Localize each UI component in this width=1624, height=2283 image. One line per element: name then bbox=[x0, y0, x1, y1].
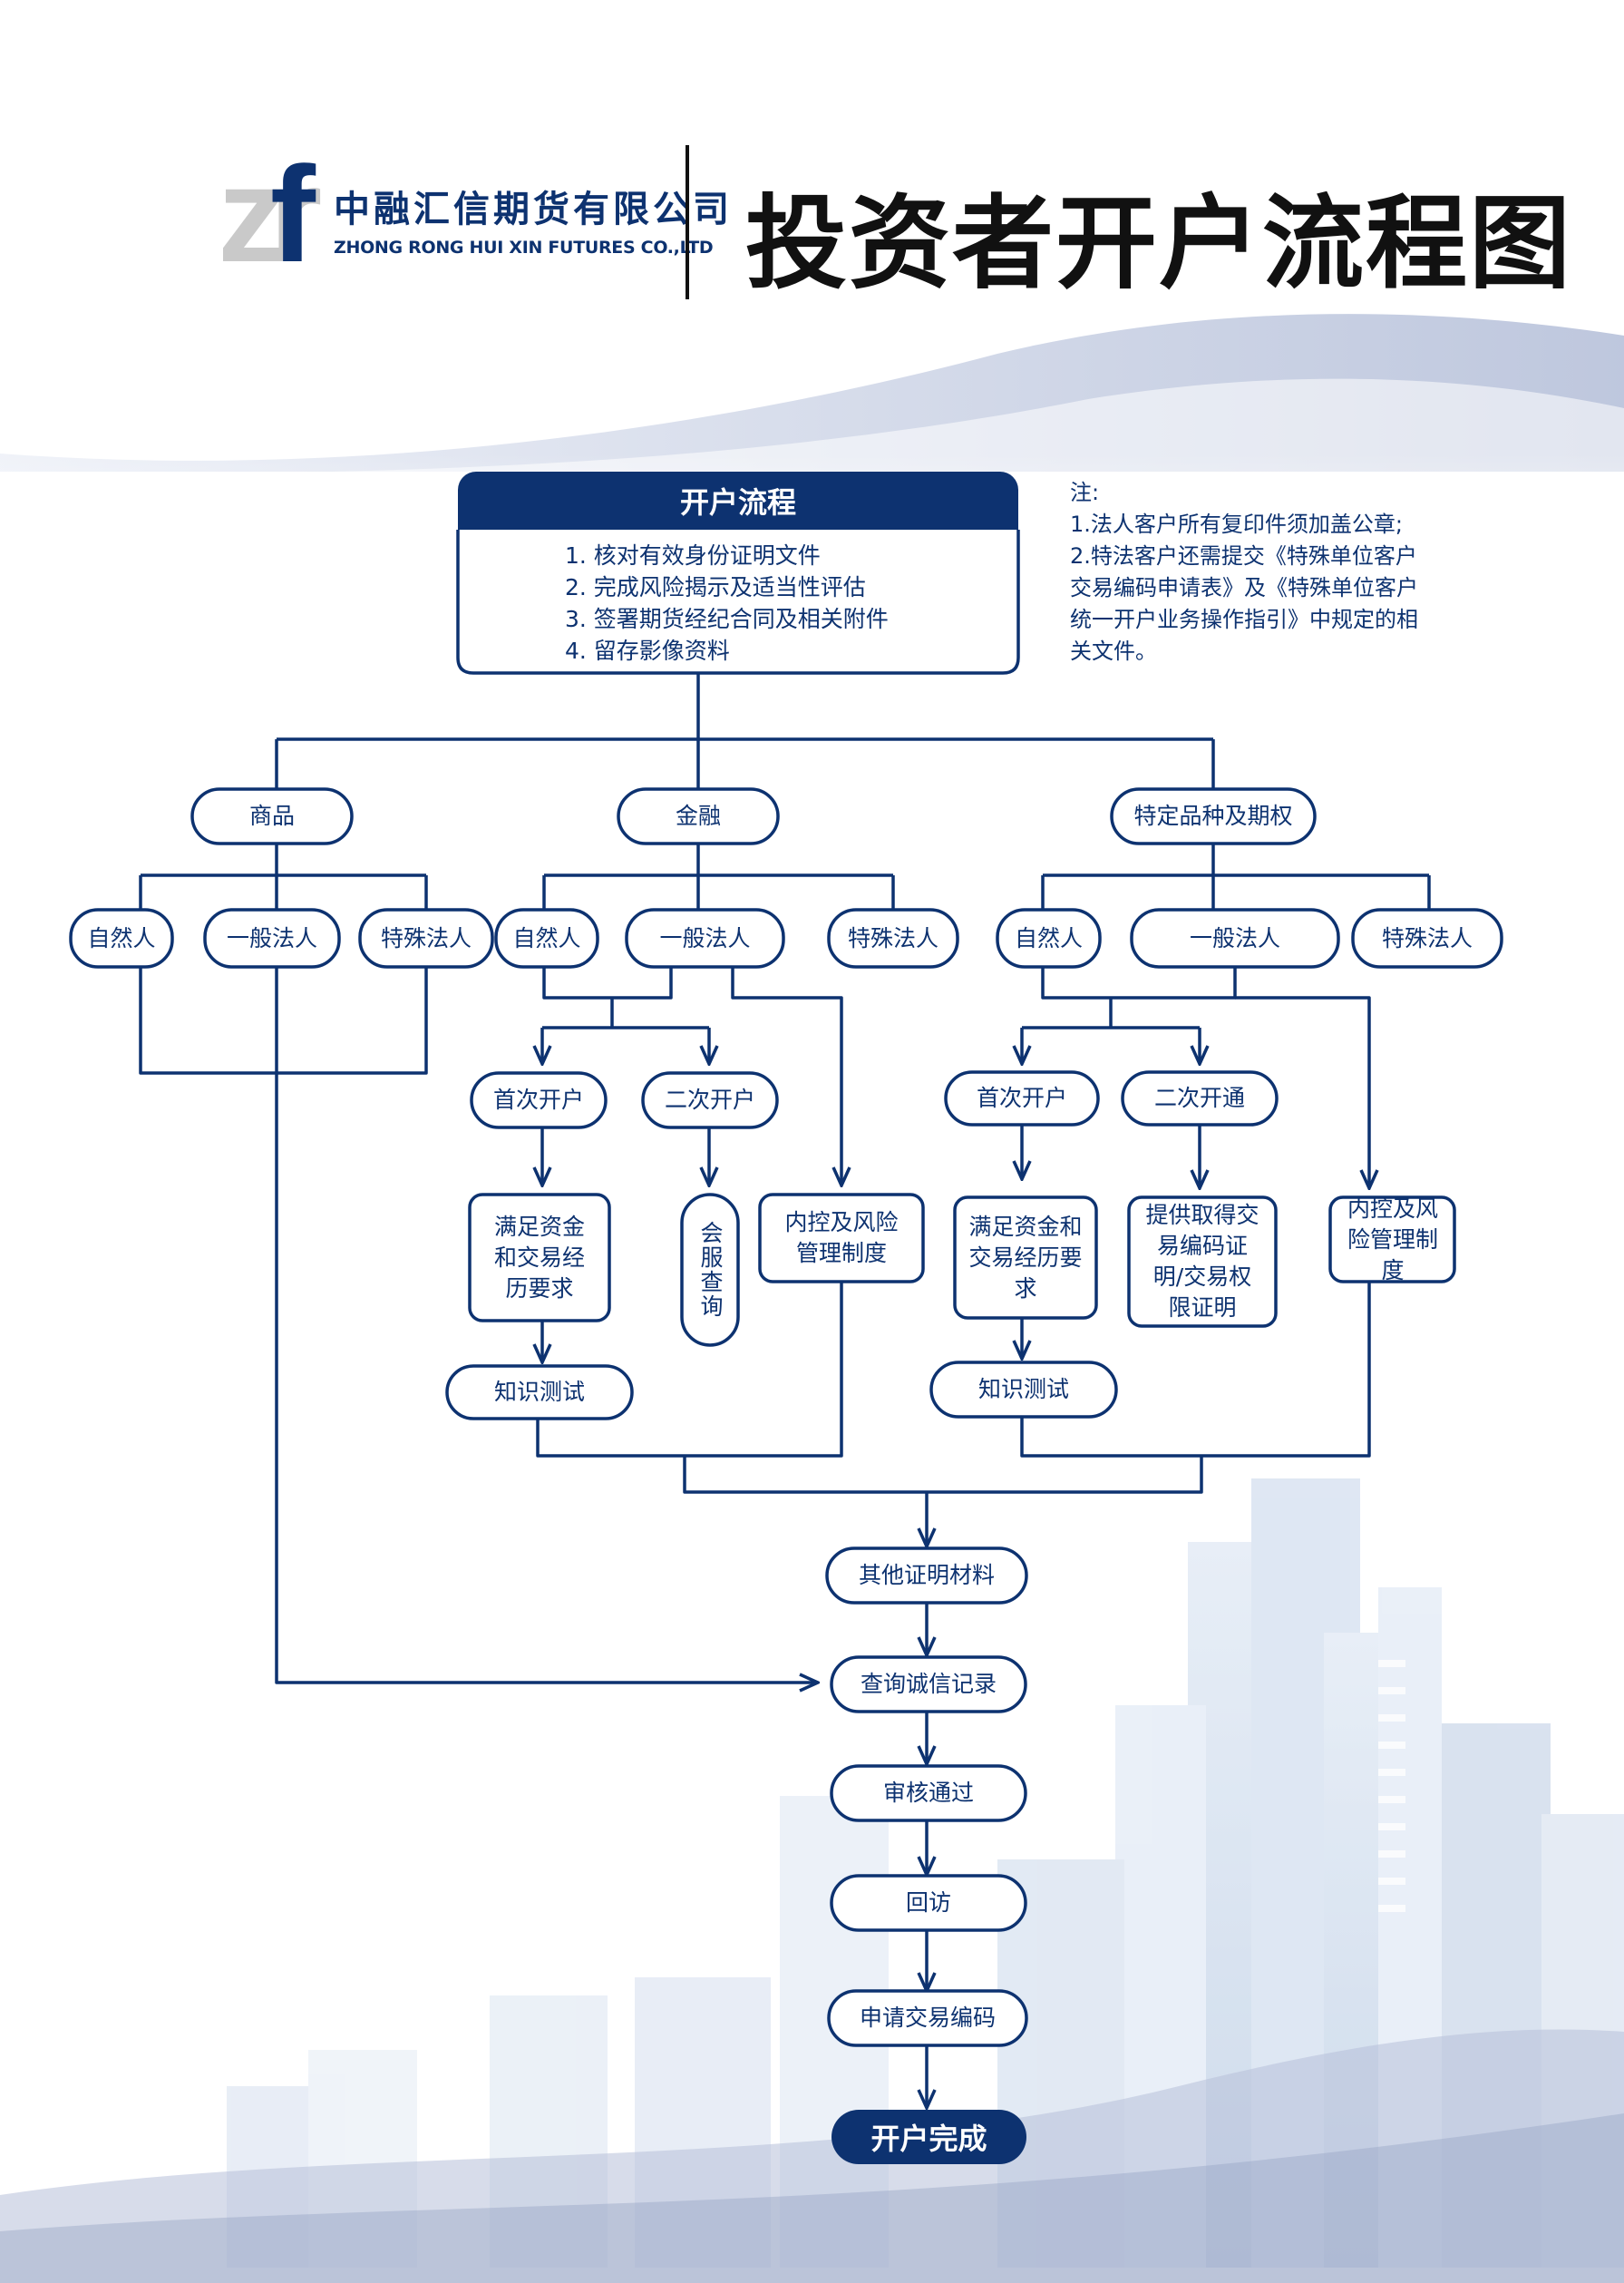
commodity-natural: 自然人 bbox=[87, 924, 156, 951]
company-logo-icon: zr f bbox=[218, 145, 325, 265]
note-line: 2.特法客户还需提交《特殊单位客户 bbox=[1070, 543, 1417, 569]
main-step-3: 3. 签署期货经纪合同及相关附件 bbox=[565, 606, 889, 632]
specific-knowledge-test: 知识测试 bbox=[977, 1376, 1069, 1402]
company-name-en: ZHONG RONG HUI XIN FUTURES CO.,LTD bbox=[334, 238, 714, 258]
main-box-title: 开户流程 bbox=[458, 472, 1018, 530]
step-return-visit: 回访 bbox=[905, 1889, 951, 1916]
finance-natural: 自然人 bbox=[512, 924, 581, 951]
specific-requirements: 满足资金和交易经历要求 bbox=[968, 1213, 1083, 1302]
step-apply-code: 申请交易编码 bbox=[859, 2005, 996, 2031]
note-line: 注: bbox=[1070, 480, 1100, 505]
specific-second-open: 二次开通 bbox=[1153, 1085, 1245, 1111]
note-line: 关文件。 bbox=[1070, 639, 1157, 664]
specific-special: 特殊法人 bbox=[1381, 924, 1473, 951]
note-line: 统一开户业务操作指引》中规定的相 bbox=[1070, 607, 1418, 632]
notes: 注: 1.法人客户所有复印件须加盖公章; 2.特法客户还需提交《特殊单位客户 交… bbox=[1070, 477, 1469, 668]
finance-first-account: 首次开户 bbox=[492, 1087, 584, 1113]
finance-requirements: 满足资金和交易经历要求 bbox=[493, 1213, 585, 1302]
finance-general: 一般法人 bbox=[659, 924, 751, 951]
step-approval: 审核通过 bbox=[882, 1780, 974, 1806]
main-step-2: 2. 完成风险揭示及适当性评估 bbox=[565, 574, 866, 600]
finance-knowledge-test: 知识测试 bbox=[493, 1379, 585, 1405]
specific-general: 一般法人 bbox=[1189, 924, 1280, 951]
company-name-cn: 中融汇信期货有限公司 bbox=[334, 189, 733, 230]
note-line: 交易编码申请表》及《特殊单位客户 bbox=[1070, 575, 1418, 600]
category-commodity: 商品 bbox=[248, 803, 295, 829]
finance-special: 特殊法人 bbox=[847, 924, 938, 951]
main-step-4: 4. 留存影像资料 bbox=[565, 638, 730, 664]
step-account-complete: 开户完成 bbox=[831, 2110, 1026, 2164]
specific-natural: 自然人 bbox=[1014, 924, 1083, 951]
commodity-special: 特殊法人 bbox=[380, 924, 472, 951]
finance-second-account: 二次开户 bbox=[664, 1087, 755, 1113]
specific-code-proof: 提供取得交易编码证明/交易权限证明 bbox=[1145, 1202, 1259, 1321]
step-other-proof: 其他证明材料 bbox=[858, 1562, 995, 1588]
svg-text:f: f bbox=[270, 145, 316, 265]
header-divider bbox=[686, 145, 689, 299]
step-credit-check: 查询诚信记录 bbox=[860, 1671, 997, 1697]
main-box-steps: 1. 核对有效身份证明文件 2. 完成风险揭示及适当性评估 3. 签署期货经纪合… bbox=[458, 529, 1018, 673]
specific-first-account: 首次开户 bbox=[976, 1085, 1067, 1111]
commodity-general: 一般法人 bbox=[226, 924, 317, 951]
category-specific: 特定品种及期权 bbox=[1133, 803, 1293, 829]
category-finance: 金融 bbox=[675, 803, 721, 829]
page-title: 投资者开户流程图 bbox=[745, 185, 1572, 303]
finance-member-query: 会服查询 bbox=[697, 1221, 724, 1319]
note-line: 1.法人客户所有复印件须加盖公章; bbox=[1070, 512, 1403, 537]
finance-internal-control: 内控及风险管理制度 bbox=[784, 1209, 899, 1266]
main-step-1: 1. 核对有效身份证明文件 bbox=[565, 542, 821, 569]
specific-internal-control: 内控及风险管理制度 bbox=[1347, 1195, 1438, 1283]
